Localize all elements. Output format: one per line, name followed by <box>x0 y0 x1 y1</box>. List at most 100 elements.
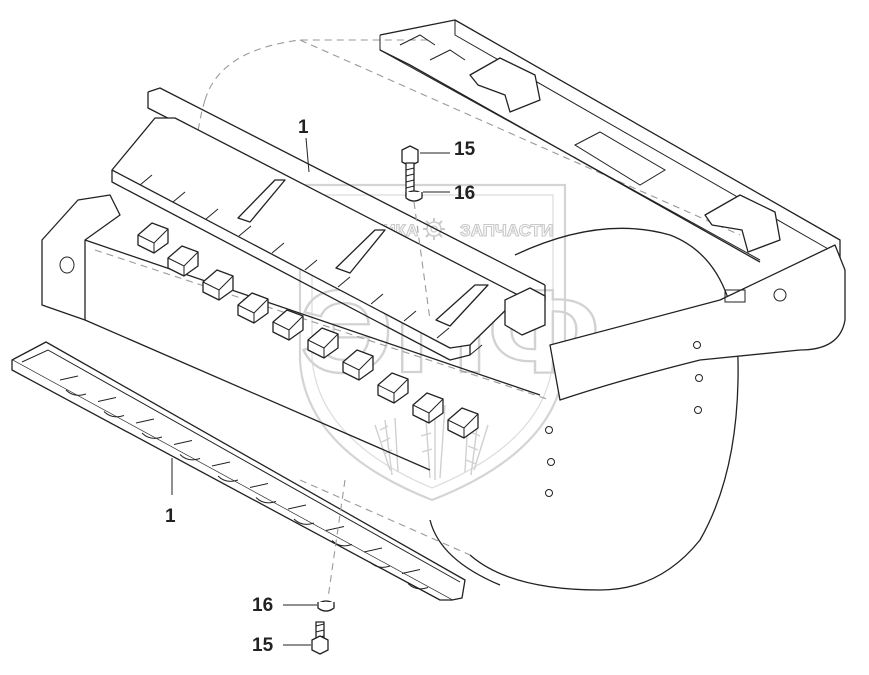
scraper-tooth-edge <box>342 355 374 380</box>
scraper-slot <box>304 259 318 271</box>
scraper-tooth-edge <box>237 298 269 323</box>
leader-upper-scraper <box>305 137 310 173</box>
scraper-tooth <box>447 407 479 439</box>
scraper-tooth <box>167 245 199 277</box>
frame-beam-notches <box>399 34 466 61</box>
drum-top-outline <box>204 39 430 101</box>
nut-icon-bottom <box>317 600 335 612</box>
scraper-slot <box>469 344 483 356</box>
fastener-axis-top <box>413 201 431 321</box>
upper-scraper-end-bracket <box>504 287 546 336</box>
top-fasteners: 15 16 <box>401 139 476 321</box>
lower-scraper-tab <box>255 497 277 504</box>
scraper-tooth <box>202 269 234 301</box>
frame-side-plate <box>549 244 846 401</box>
lower-scraper-inner-edge <box>21 349 461 583</box>
lower-scraper-tab <box>141 432 163 439</box>
callout-bolt-top: 15 <box>454 139 476 160</box>
watermark-shield-inner <box>311 194 554 489</box>
lower-scraper-slot <box>97 397 117 402</box>
drum-front-circle <box>469 227 739 591</box>
frame-side-tab <box>724 289 746 303</box>
callout-lower-scraper: 1 <box>165 506 176 527</box>
frame-left-block <box>41 194 551 471</box>
lower-scraper-tab <box>179 454 201 461</box>
callout-nut-bottom: 16 <box>252 595 273 616</box>
scraper-slot <box>337 276 351 288</box>
upper-scraper-slots <box>139 174 483 356</box>
scraper-tooth <box>412 392 444 424</box>
lower-scraper-tab <box>369 561 391 568</box>
bolt-icon-top <box>401 145 419 197</box>
scraper-slot <box>370 293 384 305</box>
lower-scraper: 1 <box>11 341 466 601</box>
scraper-tooth-edge <box>377 378 409 403</box>
scraper-teeth <box>137 222 479 439</box>
scraper-slot <box>139 174 153 186</box>
frame-top-beam <box>379 19 841 270</box>
frame-top-beam-bottom <box>379 49 761 263</box>
scraper-tooth <box>342 349 374 381</box>
lower-scraper-tab <box>331 540 353 547</box>
lower-scraper-slot <box>59 375 79 381</box>
scraper-tooth-edge <box>202 275 234 300</box>
watermark-shield <box>298 183 567 502</box>
bottom-fasteners: 16 15 <box>252 595 335 656</box>
lower-scraper-slots <box>59 375 421 574</box>
lower-scraper-slot <box>211 461 231 467</box>
upper-scraper: 1 <box>111 87 546 361</box>
frame-left-long-edge <box>84 239 541 471</box>
scraper-slot <box>172 191 186 203</box>
callout-upper-scraper: 1 <box>298 117 309 138</box>
lower-scraper-slot <box>173 440 193 445</box>
watermark-right-word: ЗАПЧАСТИ <box>460 221 553 240</box>
scraper-slot <box>436 327 450 339</box>
lower-scraper-tab <box>217 475 239 482</box>
frame-bracket-2 <box>704 194 781 253</box>
nut-icon-top <box>405 190 423 202</box>
scraper-tooth <box>137 222 169 254</box>
scraper-tooth <box>377 372 409 404</box>
scraper-tooth <box>237 292 269 324</box>
scraper-slot <box>238 225 252 237</box>
scraper-slot <box>403 310 417 322</box>
scraper-tooth-edge <box>412 398 444 423</box>
scraper-tooth-edge <box>447 413 479 438</box>
drum-upper-edge <box>299 39 741 236</box>
frame-bolt-holes <box>545 341 703 497</box>
scraper-tooth <box>272 309 304 341</box>
frame-plate-nameplate <box>573 131 666 186</box>
frame <box>379 19 846 497</box>
gear-icon <box>423 218 445 240</box>
lower-scraper-face <box>11 360 452 601</box>
lower-scraper-slot <box>325 526 345 531</box>
scraper-slot <box>205 208 219 220</box>
lower-scraper-tab <box>103 411 125 418</box>
frame-left-face <box>41 194 121 321</box>
lower-scraper-tabs <box>65 389 429 590</box>
frame-side-hole <box>773 288 787 302</box>
fastener-axis-bottom <box>327 479 346 599</box>
lower-scraper-tab <box>407 583 429 590</box>
lower-scraper-slot <box>135 418 155 424</box>
scraper-tooth-edge <box>137 228 169 253</box>
callout-bolt-bottom: 15 <box>252 635 274 656</box>
lower-scraper-slot <box>249 483 269 488</box>
scraper-tooth-edge <box>167 251 199 276</box>
lower-scraper-slot <box>287 504 307 510</box>
frame-left-long-edge-dash <box>94 249 551 401</box>
lower-scraper-tab <box>65 389 87 396</box>
lower-scraper-slot <box>401 569 421 574</box>
scraper-slot <box>271 242 285 254</box>
upper-scraper-ribs <box>237 179 489 327</box>
upper-scraper-bed-edge <box>111 170 471 361</box>
lower-scraper-slot <box>363 547 383 553</box>
frame-left-hole <box>59 256 75 274</box>
scraper-tooth-edge <box>272 315 304 340</box>
frame-bracket-1 <box>469 57 541 113</box>
drum-front-bottom <box>429 519 501 586</box>
lower-scraper-tab <box>293 518 315 525</box>
scraper-tooth-edge <box>307 333 339 358</box>
callout-nut-top: 16 <box>454 183 475 204</box>
